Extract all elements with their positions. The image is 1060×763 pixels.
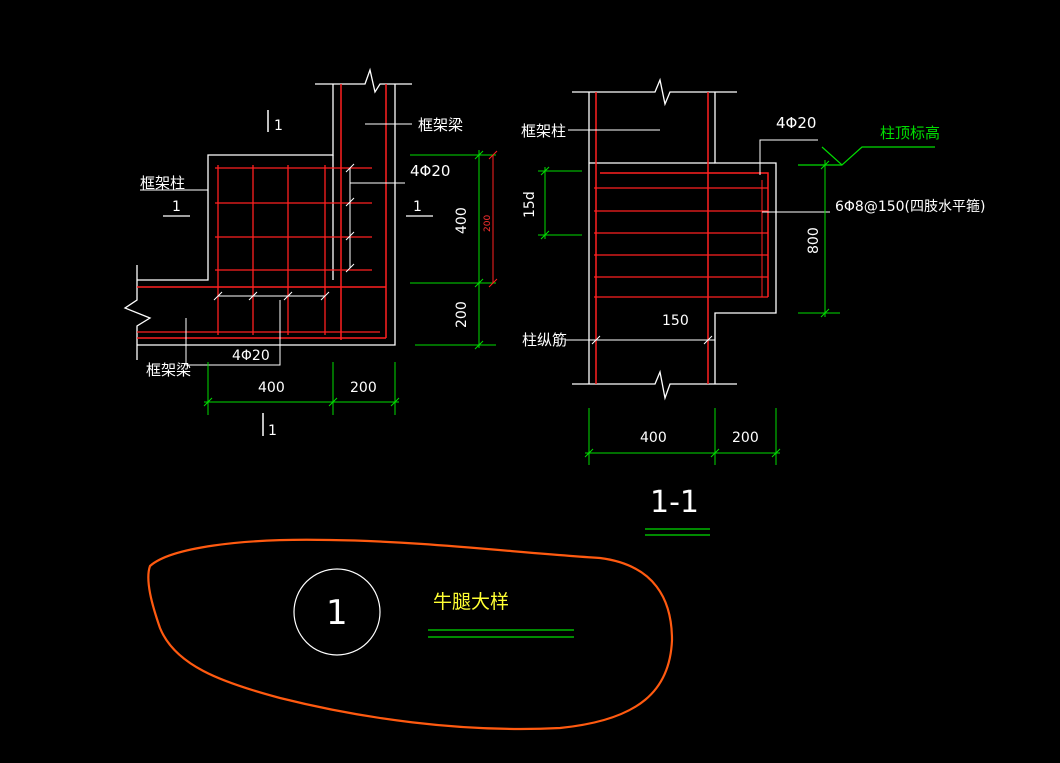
label-4phi20-bottom: 4Φ20	[232, 348, 270, 364]
detail-number-circle	[293, 568, 381, 656]
dim-400-vertical: 400	[454, 207, 470, 234]
leader-section-4phi20	[759, 139, 818, 175]
detail-number: 1	[326, 593, 348, 633]
section-corbel-bar	[600, 172, 769, 297]
break-line-left	[123, 265, 152, 360]
label-frame-column-left: 框架柱	[140, 174, 185, 192]
plan-section-mark-left: 1	[172, 199, 181, 215]
section-break-top	[572, 77, 737, 107]
label-section-15d: 15d	[522, 191, 538, 218]
section-break-bottom	[572, 369, 737, 401]
plan-section-mark-right: 1	[413, 199, 422, 215]
label-section-stirrups: 6Φ8@150(四肢水平箍)	[835, 198, 985, 215]
elevation-marker	[798, 146, 935, 166]
leader-4phi20-bottom	[185, 300, 281, 366]
dim-horizontal	[203, 362, 400, 415]
label-section-150: 150	[662, 313, 689, 329]
section-column-right	[714, 92, 777, 384]
label-section-column-top-elevation: 柱顶标高	[880, 124, 940, 142]
break-line-top	[315, 67, 412, 94]
section-title: 1-1	[650, 485, 699, 520]
dim-800	[798, 160, 840, 318]
revision-cloud	[147, 538, 674, 731]
column-outline-left	[137, 84, 334, 281]
dim-vertical-red	[488, 150, 498, 288]
label-section-dim-400: 400	[640, 430, 667, 446]
label-section-800: 800	[806, 227, 822, 254]
dim-200-horizontal: 200	[350, 380, 377, 396]
column-outline-right	[137, 84, 396, 346]
dim-200-vertical: 200	[454, 301, 470, 328]
label-4phi20-right: 4Φ20	[410, 162, 450, 180]
section-dim-horizontal	[584, 408, 781, 465]
dim-15d	[538, 166, 582, 240]
rebar-ticks	[345, 163, 355, 273]
label-section-dim-200: 200	[732, 430, 759, 446]
dim-200-red: 200	[483, 215, 493, 232]
label-section-frame-column: 框架柱	[521, 122, 566, 140]
plan-section-mark-top: 1	[274, 118, 283, 134]
plan-section-mark-bottom: 1	[268, 423, 277, 439]
label-section-column-long-bars: 柱纵筋	[522, 331, 567, 349]
section-stirrups	[594, 187, 768, 298]
dim-vertical	[410, 150, 496, 350]
detail-title: 牛腿大样	[433, 591, 509, 613]
label-section-4phi20: 4Φ20	[776, 114, 816, 132]
detail-callout: 1 牛腿大样	[147, 538, 674, 731]
dim-400-horizontal: 400	[258, 380, 285, 396]
plan-view: 1 1 1 1 框架梁 框架柱 框架梁 4Φ20 4Φ20 400 200 20…	[123, 67, 498, 439]
label-frame-beam-bottom: 框架梁	[146, 361, 191, 379]
corbel-mesh	[215, 165, 372, 335]
label-frame-beam-top: 框架梁	[418, 116, 463, 134]
section-view: 框架柱 4Φ20 柱顶标高 6Φ8@150(四肢水平箍) 15d 800 150…	[521, 77, 985, 536]
